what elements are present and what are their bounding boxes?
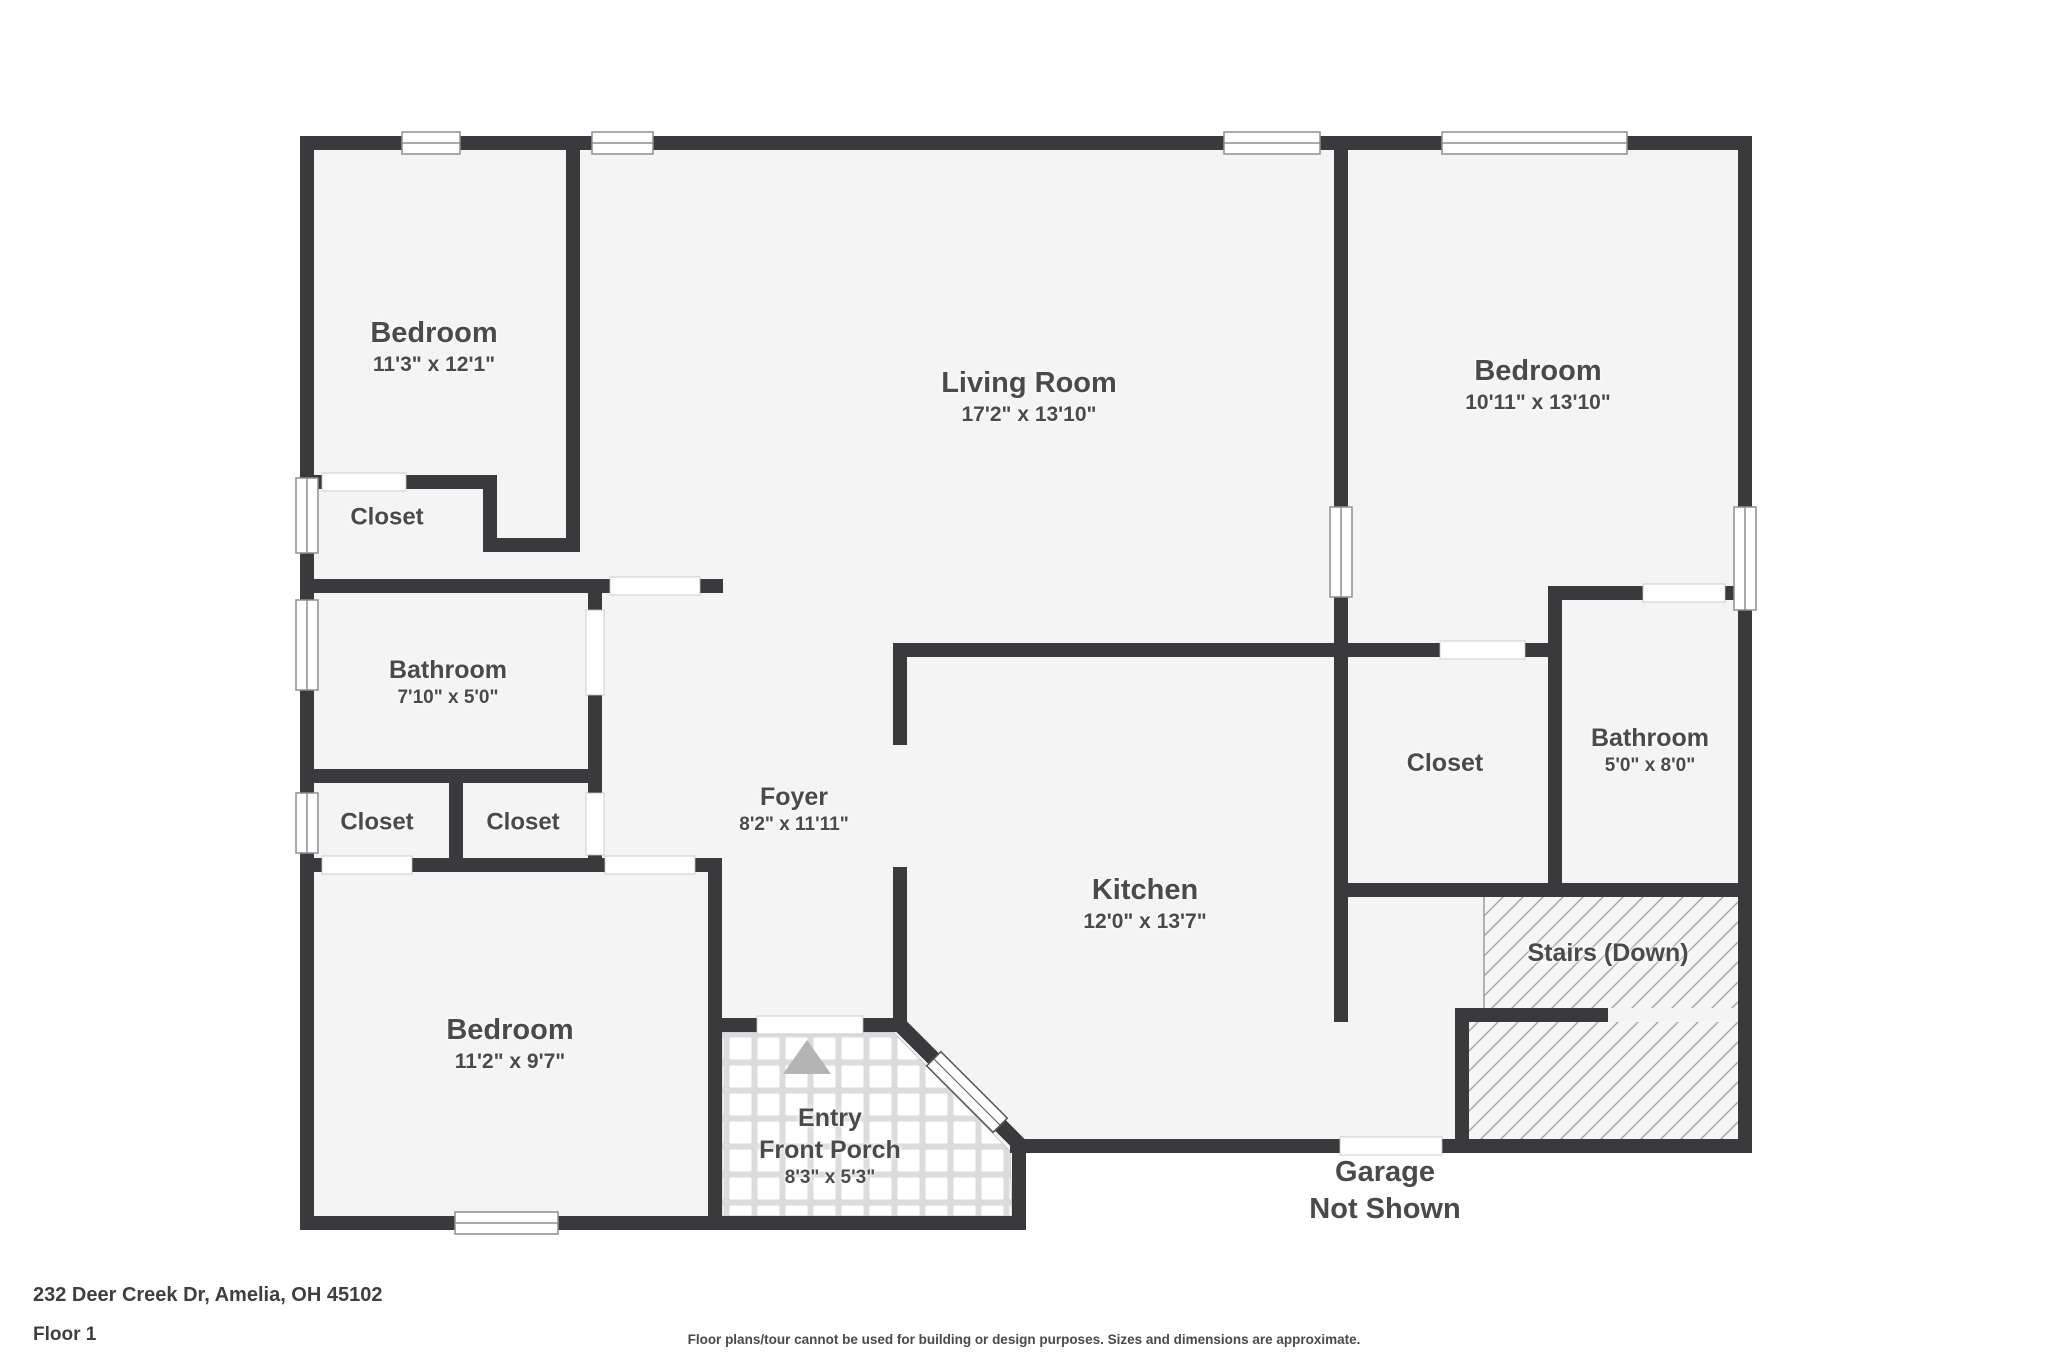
room-title: Bedroom [370,317,498,350]
room-label-kitchen: Kitchen 12'0" x 13'7" [1083,872,1206,936]
room-dims: 7'10" x 5'0" [397,686,499,708]
room-title: Living Room [941,367,1117,400]
room-label-front-porch: Entry Front Porch 8'3" x 5'3" [759,1102,901,1190]
stairs-hatch [1469,897,1738,1139]
room-title: Kitchen [1091,874,1199,907]
room-title: Closet [486,808,560,836]
room-label-bathroom-right: Bathroom 5'0" x 8'0" [1591,722,1709,778]
garage-line1: Garage [1335,1155,1435,1188]
front-door-icon [925,1050,1009,1134]
room-label-living-room: Living Room 17'2" x 13'10" [941,365,1117,429]
room-title: Closet [340,808,414,836]
room-dims: 5'0" x 8'0" [1604,754,1696,776]
room-label-bathroom-left: Bathroom 7'10" x 5'0" [389,654,507,710]
room-dims: 12'0" x 13'7" [1083,910,1207,934]
room-label-bedroom-bottom-left: Bedroom 11'2" x 9'7" [446,1012,573,1076]
room-label-stairs: Stairs (Down) [1527,937,1688,969]
room-label-foyer: Foyer 8'2" x 11'11" [739,781,848,837]
room-label-bedroom-top-right: Bedroom 10'11" x 13'10" [1465,353,1611,417]
room-title: Closet [1406,749,1484,777]
room-label-closet-right: Closet [1407,747,1483,779]
room-label-closet-top-left: Closet [350,503,423,534]
floor-label: Floor 1 [33,1324,97,1345]
room-title: Stairs (Down) [1527,939,1689,967]
room-title: Bathroom [1590,723,1710,752]
room-dims: 11'2" x 9'7" [454,1050,566,1074]
room-dims: 8'2" x 11'11" [739,813,849,835]
room-label-closet-middle: Closet [486,808,559,839]
windows-layer [295,131,1757,1235]
room-title: Bedroom [1474,355,1602,388]
room-title: Closet [350,503,424,531]
room-dims: 10'11" x 13'10" [1465,391,1611,415]
room-title: Foyer [759,782,829,811]
disclaimer-text: Floor plans/tour cannot be used for buil… [687,1332,1361,1347]
garage-line2: Not Shown [1309,1193,1461,1225]
porch-title-line: Front Porch [759,1135,901,1164]
porch-entry-line: Entry [798,1103,862,1132]
room-label-garage: Garage Not Shown [1309,1154,1460,1228]
room-title: Bedroom [446,1014,574,1047]
room-label-closet-left: Closet [340,808,413,839]
room-title: Bathroom [388,655,508,684]
address-text: 232 Deer Creek Dr, Amelia, OH 45102 [33,1284,383,1306]
openings-layer [321,472,1726,1156]
room-label-bedroom-top-left: Bedroom 11'3" x 12'1" [370,315,497,379]
entry-arrow-icon [783,1040,831,1074]
room-dims: 8'3" x 5'3" [784,1166,876,1188]
room-dims: 11'3" x 12'1" [372,353,496,377]
room-dims: 17'2" x 13'10" [961,403,1097,427]
